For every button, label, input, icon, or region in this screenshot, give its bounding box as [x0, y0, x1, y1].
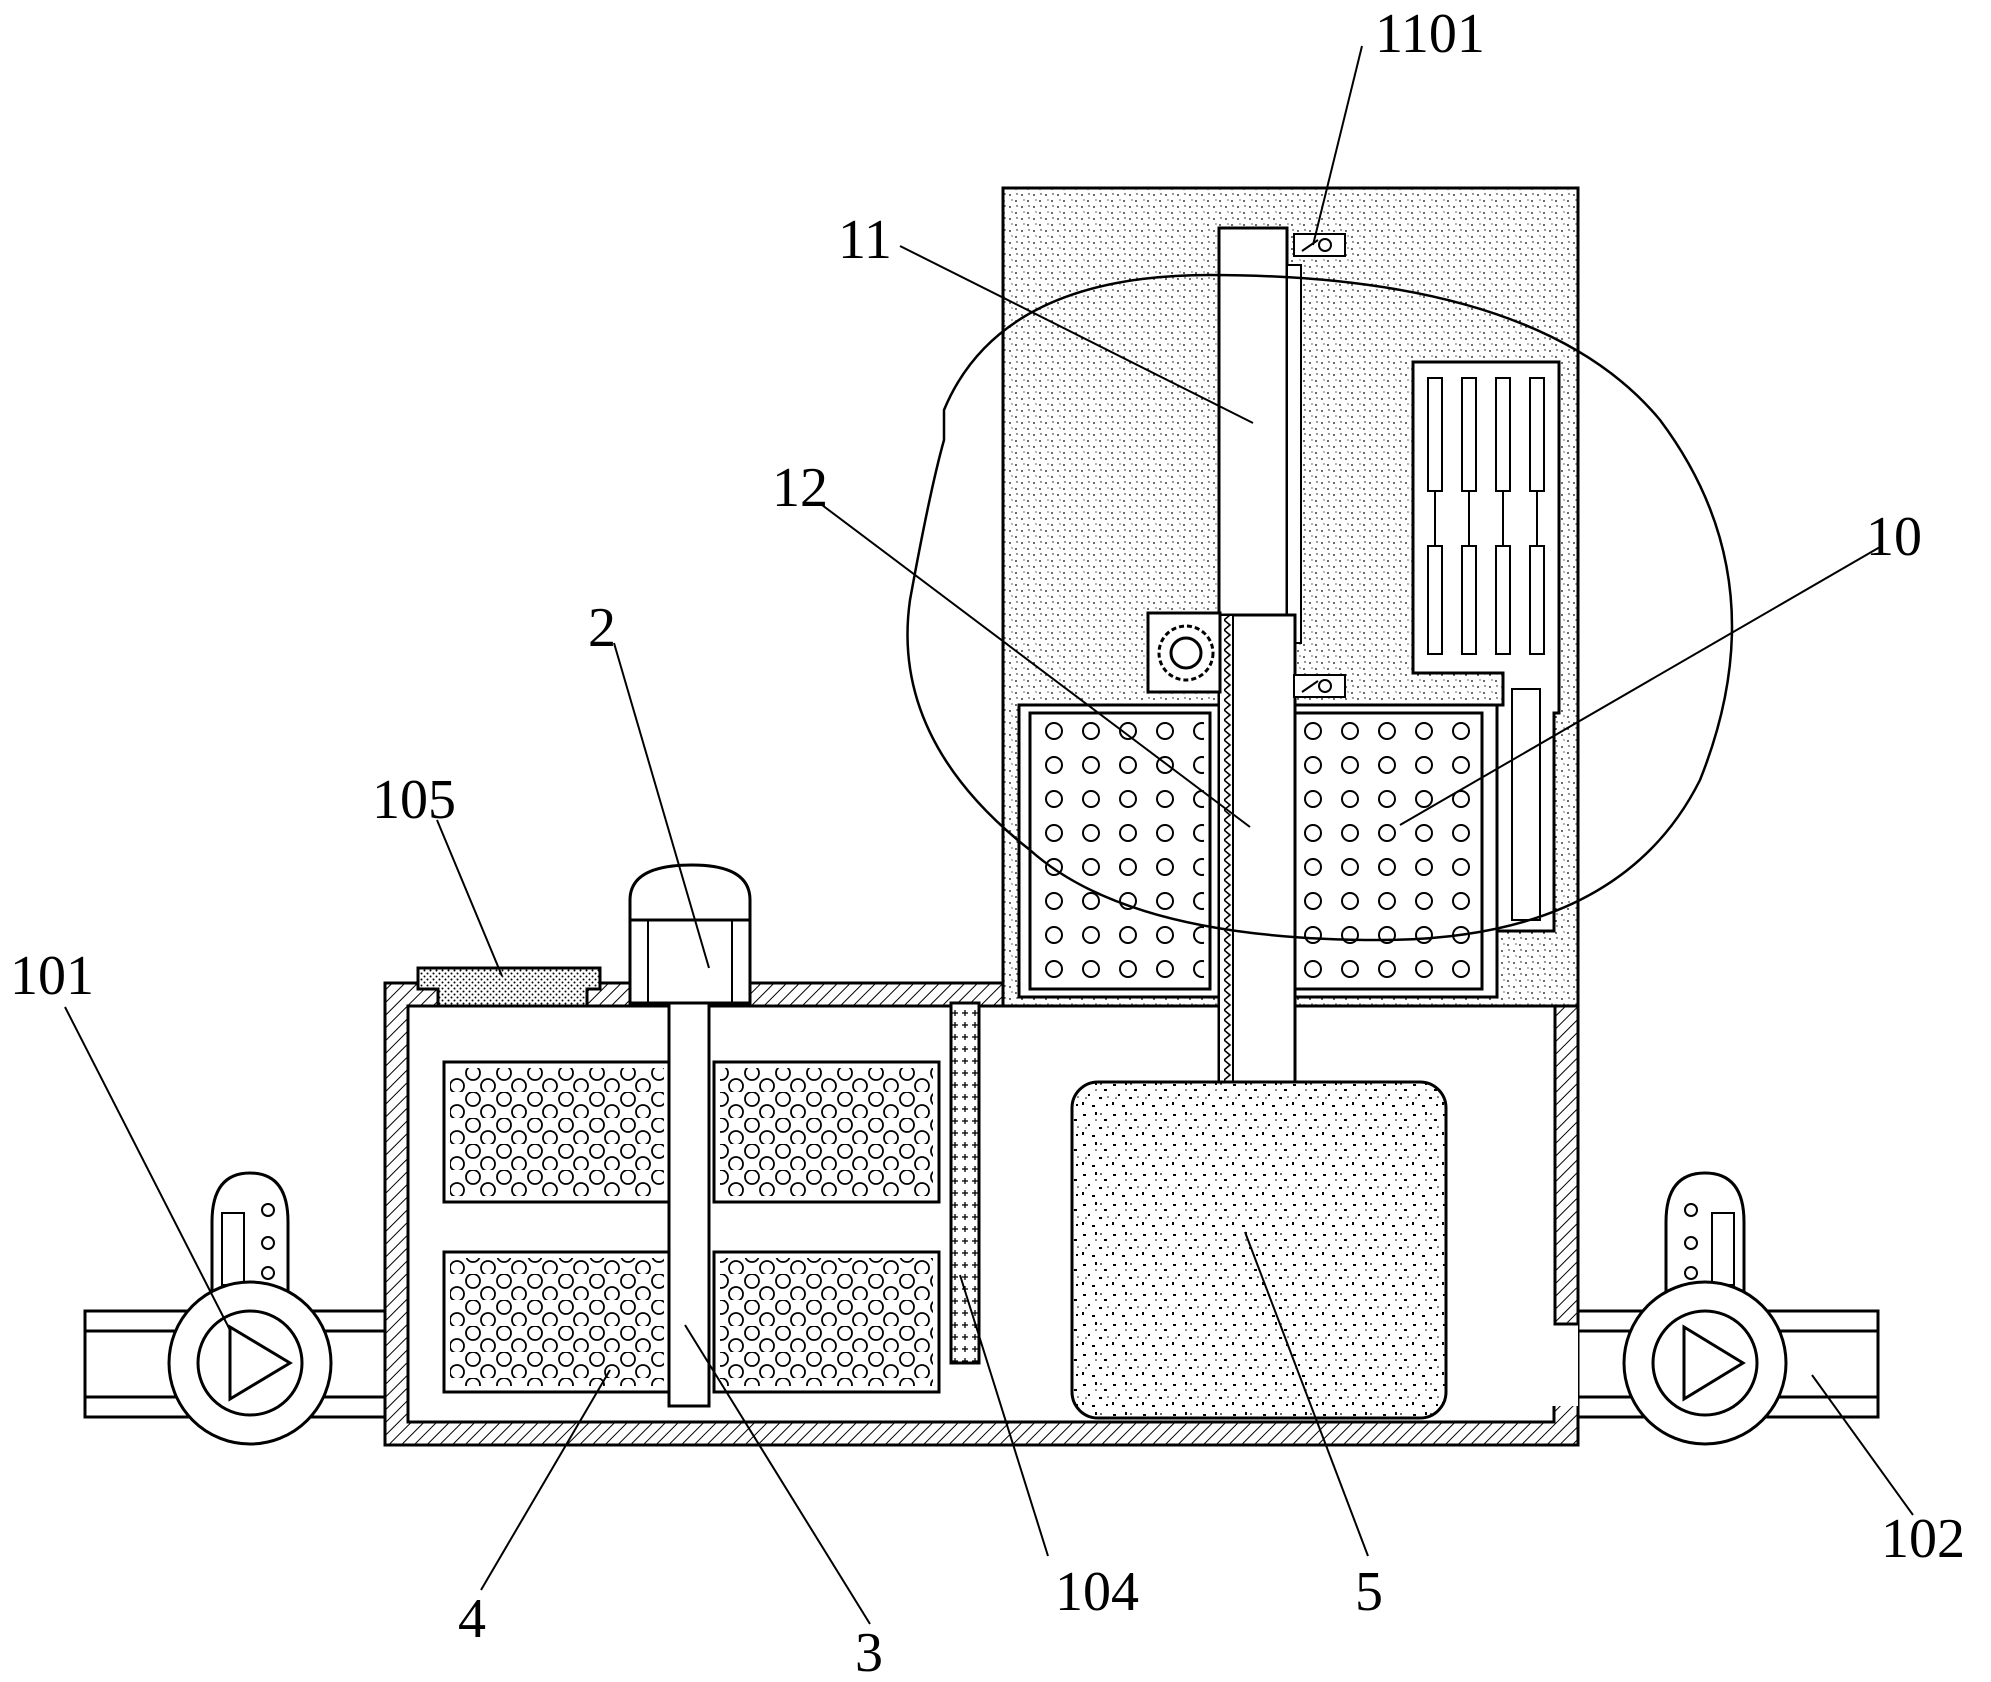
control-box [1411, 360, 1561, 933]
clamp-bottom [1293, 674, 1346, 698]
label-5: 5 [1355, 1561, 1383, 1623]
label-102: 102 [1881, 1508, 1965, 1570]
rotating-shaft [667, 1001, 711, 1408]
label-101: 101 [10, 945, 94, 1007]
upper-filter-right [1293, 711, 1484, 991]
clamp-top [1293, 233, 1346, 257]
label-10: 10 [1866, 506, 1922, 568]
cover-plate [416, 966, 602, 1008]
inlet-pump [167, 1171, 333, 1446]
callout-labels: 1101 11 12 10 2 105 101 4 3 104 5 102 [10, 3, 1965, 1682]
lifting-rod [1217, 226, 1302, 644]
label-104: 104 [1055, 1561, 1139, 1623]
motor [628, 863, 752, 1005]
gear [1146, 611, 1222, 694]
label-11: 11 [838, 209, 892, 271]
label-105: 105 [372, 769, 456, 831]
label-12: 12 [772, 457, 828, 519]
filter-cartridges [442, 1060, 941, 1394]
label-2: 2 [588, 597, 616, 659]
leader-lines [64, 45, 1914, 1625]
label-3: 3 [855, 1622, 883, 1677]
label-1101: 1101 [1375, 3, 1485, 65]
absorbent-block [1070, 1080, 1448, 1420]
upper-filter-left [1028, 711, 1212, 991]
rack-bar [1217, 613, 1297, 1086]
label-4: 4 [458, 1588, 486, 1650]
detail-outline [906, 273, 1734, 942]
baffle-strip [949, 1001, 981, 1365]
outlet-pump [1622, 1171, 1788, 1446]
